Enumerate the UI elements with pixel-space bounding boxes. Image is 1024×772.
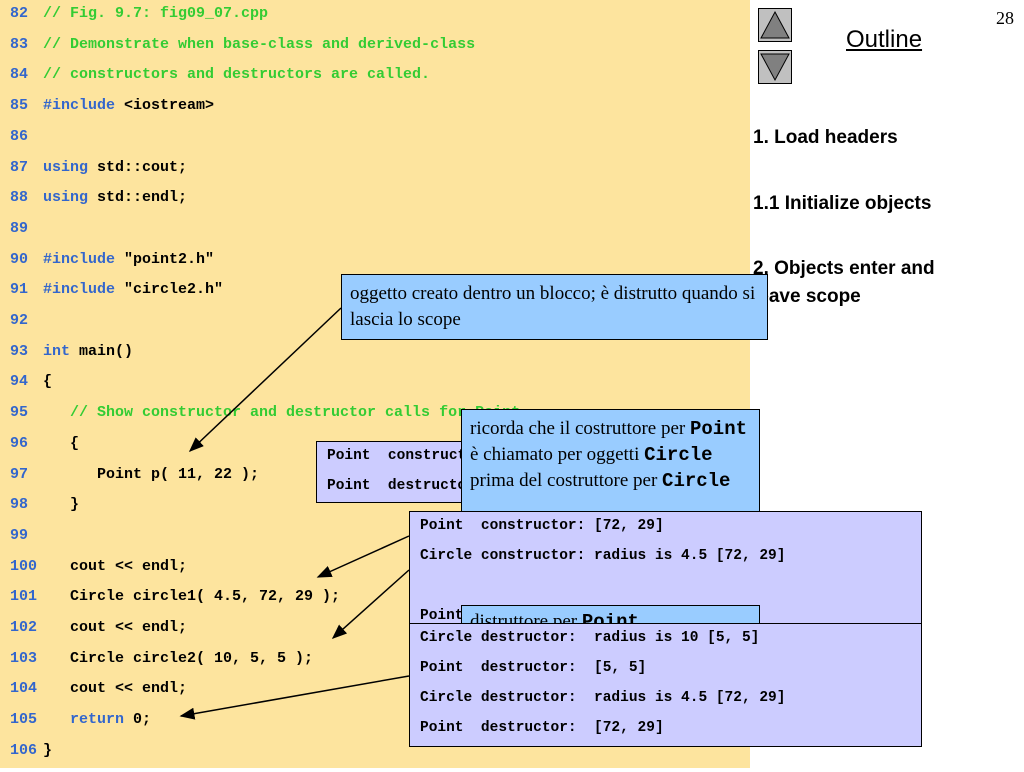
callout-text: prima del costruttore per (470, 470, 663, 491)
line-number: 87 (10, 158, 29, 176)
code-line: 88 using std::endl; (0, 189, 750, 219)
destructor-output-box: Circle destructor: radius is 10 [5, 5] P… (409, 623, 922, 747)
code-line: 92 (0, 312, 750, 342)
code-line: 96 { (0, 435, 750, 465)
line-number: 86 (10, 127, 29, 145)
code-listing: 82 // Fig. 9.7: fig09_07.cpp 83 // Demonstr… (0, 0, 750, 768)
code-text: } (43, 741, 53, 759)
callout-text: è chiamato per oggetti (470, 444, 645, 465)
code-line: 102 cout << endl; (0, 619, 750, 649)
line-number: 100 (10, 557, 38, 575)
point-output-box: Point constructor: [11, 22] Point destru… (316, 441, 466, 503)
code-text: Circle circle2( 10, 5, 5 ); (43, 649, 314, 667)
code-text: #include "point2.h" (43, 250, 215, 268)
outline-link[interactable]: Outline (846, 26, 923, 53)
line-number: 91 (10, 281, 29, 299)
code-text: #include <iostream> (43, 97, 215, 115)
code-line: 97 Point p( 11, 22 ); (0, 466, 750, 496)
output-line: Point constructor: [11, 22] (327, 448, 466, 464)
code-text: // constructors and destructors are call… (43, 66, 431, 84)
line-number: 99 (10, 526, 29, 544)
step-leave-scope: leave scope (753, 286, 861, 307)
line-number: 90 (10, 250, 29, 268)
line-number: 102 (10, 619, 38, 636)
output-line: Point destructor: [72, 29] (420, 720, 664, 736)
scope-callout: oggetto creato dentro un blocco; è distr… (341, 274, 768, 340)
code-text: int main() (43, 342, 134, 360)
code-text: cout << endl; (43, 619, 188, 636)
line-number: 94 (10, 373, 29, 391)
line-number: 85 (10, 97, 29, 115)
line-number: 83 (10, 35, 29, 53)
line-number: 89 (10, 219, 29, 237)
code-text: // Demonstrate when base-class and deriv… (43, 35, 476, 53)
code-text: Point p( 11, 22 ); (43, 465, 260, 483)
code-line: 86 (0, 128, 750, 158)
code-line: 89 (0, 220, 750, 250)
line-number: 95 (10, 404, 29, 422)
output-line: Point constructor: [72, 29] (420, 518, 664, 534)
code-line: 90 #include "point2.h" (0, 251, 750, 281)
output-line: Circle destructor: radius is 4.5 [72, 29… (420, 690, 786, 706)
step-initialize-objects: 1.1 Initialize objects (753, 193, 932, 214)
code-text: } (43, 496, 80, 514)
line-number: 84 (10, 66, 29, 84)
callout-code: Point (689, 418, 747, 440)
page-number: 28 (996, 8, 1014, 28)
line-number: 82 (10, 5, 29, 22)
code-text: #include "circle2.h" (43, 281, 224, 299)
triangle-up-icon (760, 10, 790, 39)
triangle-down-icon (760, 53, 790, 82)
line-number: 104 (10, 680, 38, 698)
code-line: 84 // constructors and destructors are ca… (0, 66, 750, 96)
code-line: 105 return 0; (0, 711, 750, 741)
output-line: Point destructor: [11, 22] (327, 478, 465, 494)
code-line: 103 Circle circle2( 10, 5, 5 ); (0, 650, 750, 680)
output-line: Circle constructor: radius is 4.5 [72, 2… (420, 548, 786, 564)
callout-code: Circle (644, 444, 713, 466)
code-text: using std::cout; (43, 158, 188, 176)
code-line: 87 using std::cout; (0, 159, 750, 189)
line-number: 98 (10, 496, 29, 514)
output-line: Circle destructor: radius is 10 [5, 5] (420, 630, 760, 646)
line-number: 88 (10, 189, 29, 207)
code-line: 83 // Demonstrate when base-class and der… (0, 36, 750, 66)
code-text: // Fig. 9.7: fig09_07.cpp (43, 5, 269, 22)
code-line: 99 (0, 527, 750, 557)
step-load-headers: 1. Load headers (753, 127, 898, 148)
next-slide-button[interactable] (758, 50, 792, 84)
code-text: cout << endl; (43, 557, 188, 575)
code-line: 91 #include "circle2.h" (0, 281, 750, 311)
constructor-callout: ricorda che il costruttore per Point è c… (461, 409, 760, 513)
code-text: // Show constructor and destructor calls… (43, 404, 521, 422)
code-line: 82 // Fig. 9.7: fig09_07.cpp (0, 5, 750, 35)
code-text: { (43, 373, 53, 391)
line-number: 106 (10, 741, 38, 759)
line-number: 101 (10, 588, 38, 606)
code-text: using std::endl; (43, 189, 188, 207)
line-number: 97 (10, 465, 29, 483)
code-line: 101 Circle circle1( 4.5, 72, 29 ); (0, 588, 750, 618)
code-line: 93 int main() (0, 343, 750, 373)
code-text: { (43, 434, 80, 452)
line-number: 93 (10, 342, 29, 360)
callout-code: Circle (662, 470, 731, 492)
code-text: Circle circle1( 4.5, 72, 29 ); (43, 588, 341, 606)
step-objects-enter: 2. Objects enter and (753, 258, 935, 279)
output-line: Point destructor: [5, 5] (420, 660, 647, 676)
code-line: 106} (0, 742, 750, 772)
code-text: cout << endl; (43, 680, 188, 698)
code-line: 100 cout << endl; (0, 558, 750, 588)
line-number: 96 (10, 434, 29, 452)
previous-slide-button[interactable] (758, 8, 792, 42)
line-number: 92 (10, 312, 29, 329)
line-number: 103 (10, 649, 38, 667)
code-line: 94 { (0, 373, 750, 403)
code-line: 98 } (0, 496, 750, 526)
line-number: 105 (10, 711, 38, 729)
code-line: 85 #include <iostream> (0, 97, 750, 127)
code-line: 104 cout << endl; (0, 680, 750, 710)
code-text: return 0; (70, 711, 152, 729)
callout-text: ricorda che il costruttore per (470, 418, 690, 439)
